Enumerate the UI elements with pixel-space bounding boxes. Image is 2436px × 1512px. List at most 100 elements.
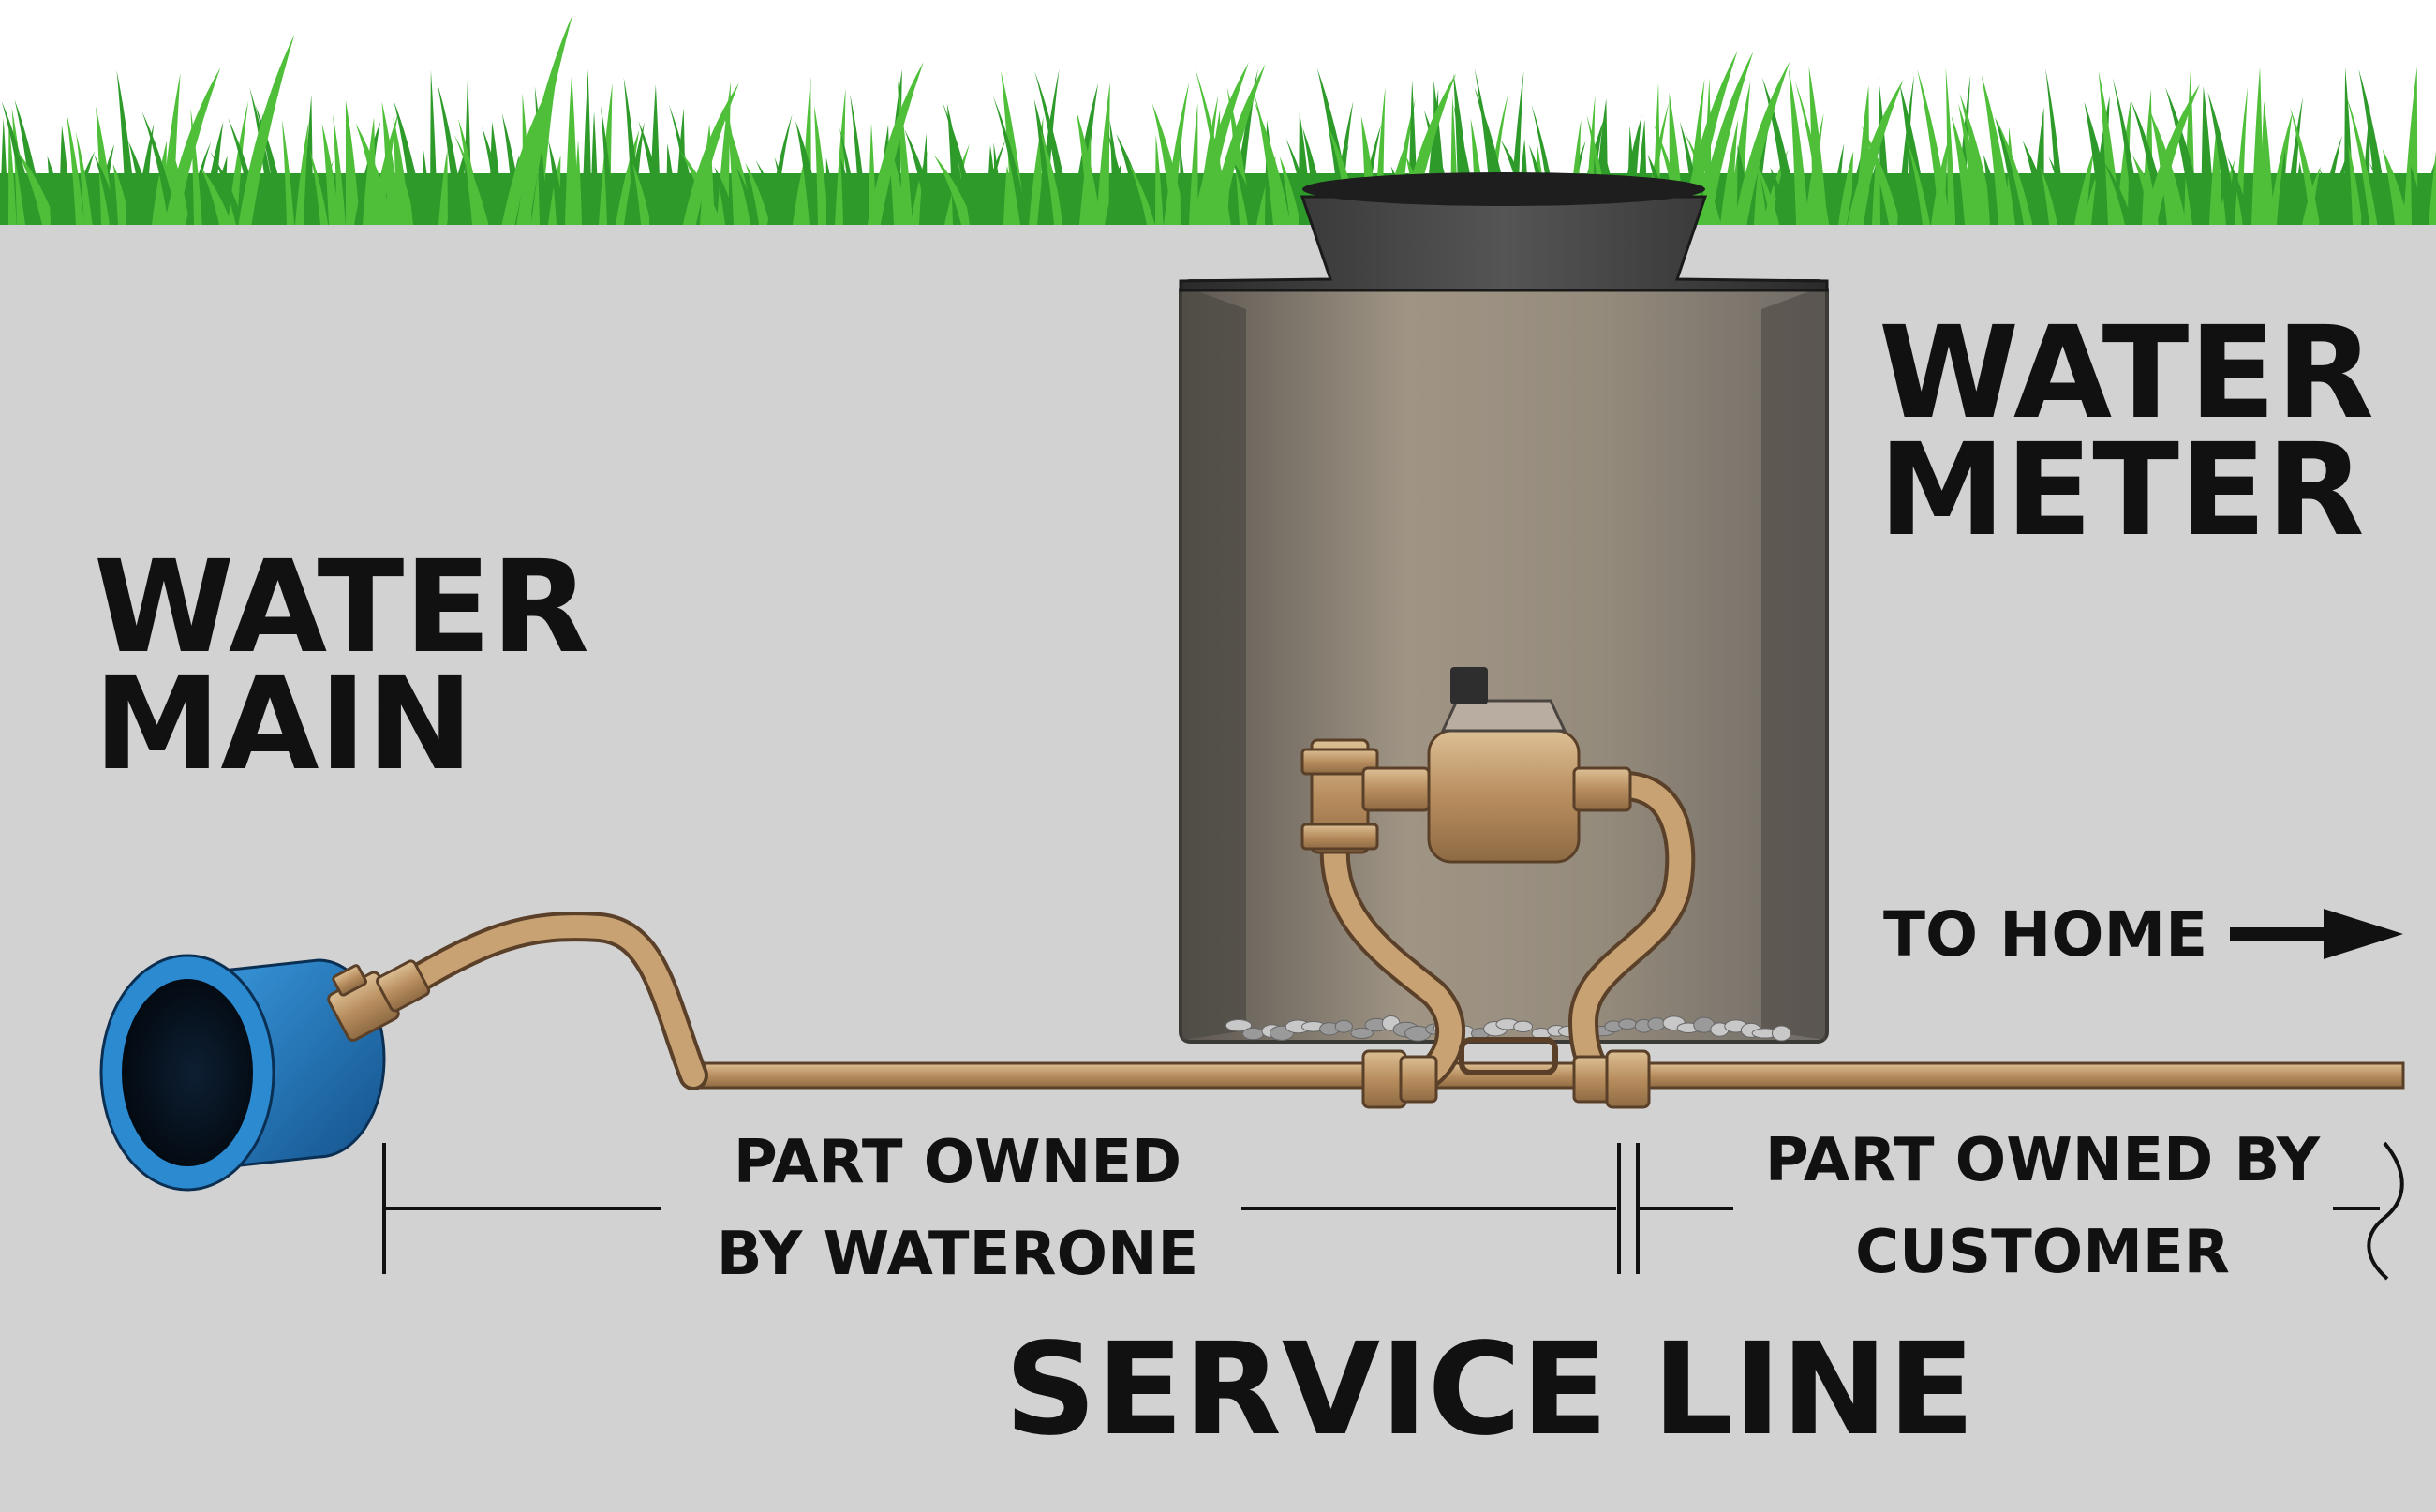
grass-blade bbox=[116, 69, 138, 225]
grass-blade bbox=[2022, 141, 2055, 225]
grass-blade bbox=[933, 155, 974, 225]
grass-blade bbox=[0, 118, 8, 225]
grass-blade bbox=[735, 167, 759, 225]
grass-blade bbox=[2358, 68, 2390, 225]
gravel-stone bbox=[1241, 1027, 1265, 1041]
gravel-stone bbox=[1334, 1019, 1353, 1033]
grass-blade bbox=[345, 100, 361, 226]
grass-blade bbox=[745, 162, 770, 225]
meter-setter-loops bbox=[1319, 771, 1696, 1109]
grass-blade bbox=[850, 94, 869, 225]
grass-blade bbox=[2318, 168, 2344, 225]
grass-blade bbox=[2040, 166, 2058, 225]
grass-blade bbox=[825, 157, 838, 225]
grass-blade bbox=[2285, 96, 2303, 225]
grass-blade bbox=[1794, 81, 1830, 226]
grass-blade bbox=[1034, 70, 1073, 225]
grass-blade bbox=[2112, 78, 2142, 225]
grass-blade bbox=[355, 123, 394, 225]
grass-blade bbox=[1897, 75, 1915, 225]
grass-blade bbox=[1956, 74, 1971, 225]
customer-part-label-line1: PART OWNED BY bbox=[1765, 1126, 2321, 1195]
grass-blade bbox=[2074, 149, 2095, 225]
grass-blade bbox=[1111, 153, 1140, 225]
grass-blade bbox=[2348, 142, 2363, 225]
grass-blade bbox=[1697, 52, 1754, 225]
grass-blade bbox=[2410, 166, 2426, 225]
meter-box bbox=[1179, 279, 1829, 1044]
gravel-stone bbox=[1771, 1025, 1791, 1042]
grass-blade bbox=[516, 14, 573, 225]
grass-blade bbox=[59, 125, 72, 225]
water-meter-label-line1: WATER bbox=[1879, 300, 2374, 448]
grass-blade bbox=[1733, 61, 1790, 225]
waterone-part-label-line1: PART OWNED bbox=[734, 1128, 1181, 1197]
grass-blade bbox=[210, 151, 245, 225]
grass-blade bbox=[135, 123, 155, 225]
grass-blade bbox=[573, 140, 583, 225]
grass-blade bbox=[2260, 101, 2275, 225]
water-main-pipe-icon bbox=[99, 954, 431, 1192]
grass-blade bbox=[531, 77, 557, 225]
grass-blade bbox=[1231, 158, 1262, 225]
grass-blade bbox=[1209, 64, 1266, 225]
grass-blade bbox=[128, 141, 156, 225]
grass-blade bbox=[2102, 160, 2134, 225]
grass-blade bbox=[1945, 67, 1956, 226]
grass-blade bbox=[548, 140, 567, 225]
grass-blade bbox=[632, 163, 651, 225]
grass-blade bbox=[1254, 99, 1291, 225]
grass-blade bbox=[1076, 111, 1102, 225]
gravel-stone bbox=[1647, 1017, 1666, 1031]
grass-blade bbox=[601, 105, 616, 225]
grass-blade bbox=[666, 143, 678, 225]
grass-blade bbox=[321, 123, 341, 225]
grass-blade bbox=[1151, 103, 1187, 225]
grass-blade bbox=[1838, 151, 1854, 225]
grass-blade bbox=[582, 69, 592, 225]
grass-blade bbox=[1192, 62, 1249, 225]
grass-blade bbox=[2207, 92, 2239, 225]
grass-blade bbox=[1279, 156, 1301, 225]
grass-blade bbox=[2294, 161, 2308, 225]
grass-blade bbox=[1789, 67, 1809, 225]
grass-blade bbox=[2290, 107, 2321, 225]
grass-blade bbox=[1155, 134, 1164, 225]
service-line-label: SERVICE LINE bbox=[1004, 1316, 1974, 1464]
water-meter-icon bbox=[1300, 667, 1632, 864]
service-line-pipe bbox=[379, 912, 2405, 1090]
meter-box-lid bbox=[1179, 172, 1829, 292]
grass-blade bbox=[1847, 80, 1904, 225]
grass-blade bbox=[1830, 142, 1845, 225]
grass-blade bbox=[8, 123, 17, 225]
grass-blade bbox=[309, 149, 329, 225]
grass-blade bbox=[394, 100, 426, 225]
ground-edge bbox=[0, 225, 2436, 236]
grass-blade bbox=[942, 101, 978, 226]
grass-blade bbox=[482, 126, 509, 225]
grass-blade bbox=[438, 149, 448, 225]
water-main-label-line2: MAIN bbox=[94, 651, 473, 799]
grass-blade bbox=[813, 105, 829, 225]
grass-icon bbox=[0, 14, 2436, 236]
grass-blade bbox=[2209, 121, 2223, 225]
customer-ownership-bracket bbox=[1636, 1141, 2404, 1281]
gravel-stone bbox=[1225, 1018, 1253, 1032]
grass-blade bbox=[638, 121, 669, 225]
grass-blade bbox=[2319, 135, 2342, 225]
grass-blade bbox=[1959, 93, 1996, 225]
grass-blade bbox=[993, 142, 1003, 225]
grass-blade bbox=[1039, 128, 1064, 225]
waterone-ownership-bracket bbox=[382, 1143, 1621, 1274]
grass-blade bbox=[76, 132, 93, 225]
grass-blade bbox=[333, 113, 346, 225]
grass-blade bbox=[1107, 131, 1131, 225]
right-arrow-icon bbox=[2230, 909, 2403, 959]
grass-blade bbox=[1179, 142, 1189, 225]
water-meter-label-line2: METER bbox=[1879, 417, 2365, 565]
grass-blade bbox=[755, 160, 785, 225]
grass-blade bbox=[904, 129, 940, 225]
grass-blade bbox=[590, 111, 599, 225]
